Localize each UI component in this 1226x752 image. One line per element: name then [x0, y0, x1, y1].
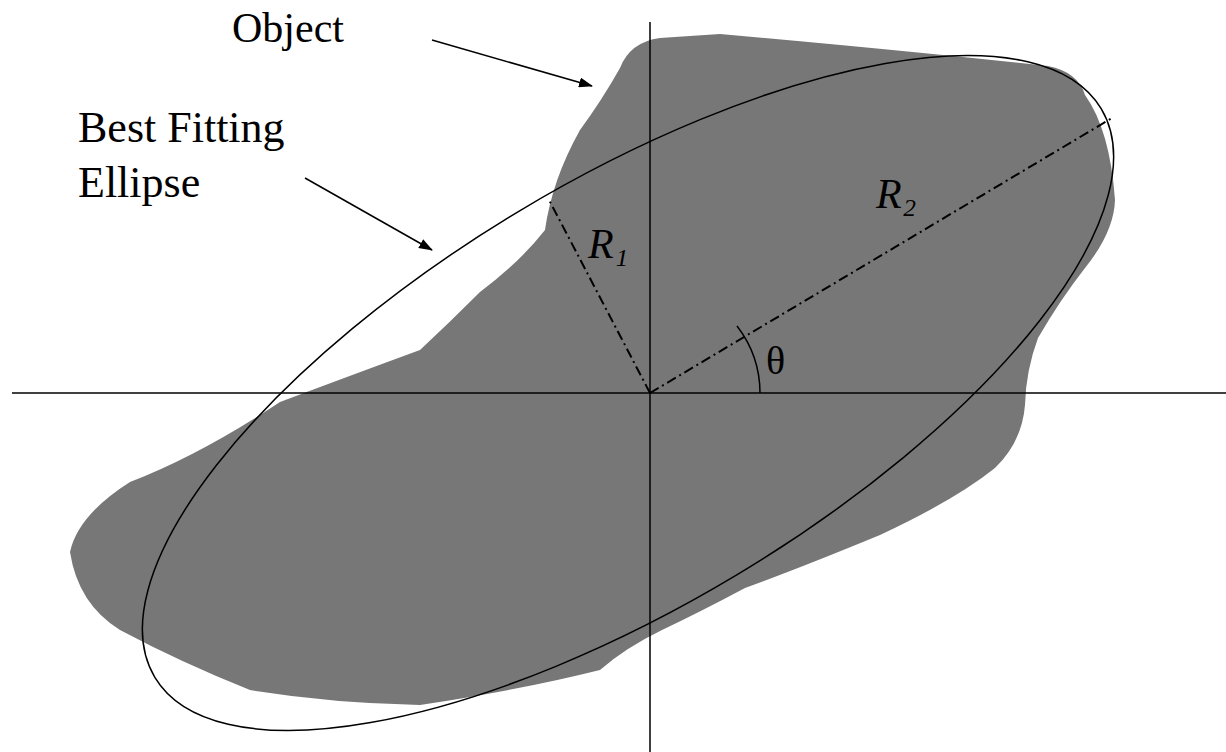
- radius-label: R₁: [588, 218, 628, 271]
- object-label: Object: [232, 2, 344, 55]
- best-fit-ellipse: [46, 0, 1211, 752]
- object-blob: [70, 34, 1115, 705]
- major-radius: [650, 118, 1112, 393]
- leader-line: [305, 178, 432, 250]
- angle-arc: [737, 326, 760, 393]
- angle-label: θ: [766, 336, 785, 386]
- ellipse-label: Best Fitting Ellipse: [78, 100, 378, 210]
- leader-line: [432, 40, 592, 86]
- minor-radius: [548, 198, 650, 393]
- y-axis: [649, 22, 651, 752]
- radius-label: R₂: [876, 168, 916, 221]
- x-axis: [12, 392, 1226, 394]
